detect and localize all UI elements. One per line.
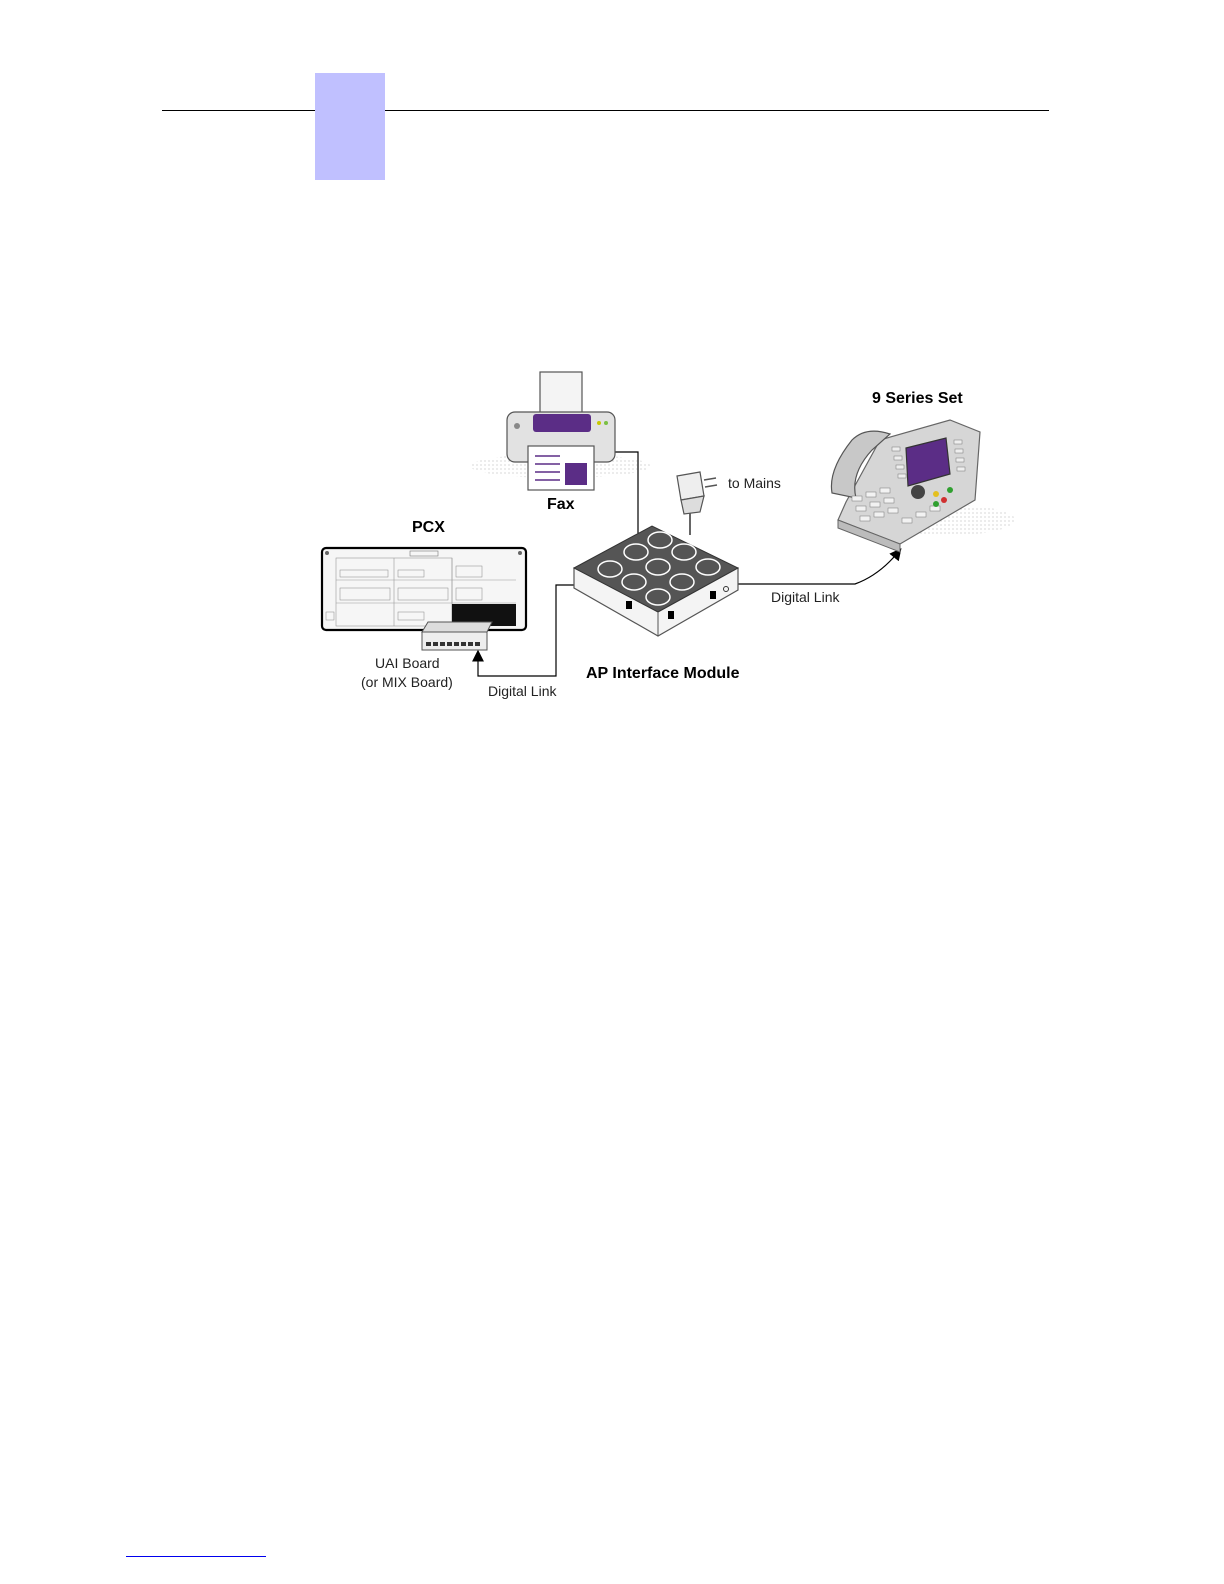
desk-phone-icon — [831, 420, 1015, 552]
label-digital-link-phone: Digital Link — [771, 589, 840, 605]
fax-printer-icon — [470, 372, 650, 490]
label-to-mains: to Mains — [728, 475, 781, 491]
label-uai-board: UAI Board — [375, 655, 440, 671]
pcx-cabinet-icon — [322, 548, 526, 650]
label-fax: Fax — [547, 496, 575, 513]
label-9-series-set: 9 Series Set — [872, 390, 963, 407]
label-ap-interface-module: AP Interface Module — [586, 665, 740, 682]
label-digital-link-pcx: Digital Link — [488, 683, 557, 699]
label-mix-board: (or MIX Board) — [361, 674, 453, 690]
label-pcx: PCX — [412, 519, 445, 536]
uai-board-card — [422, 632, 487, 650]
power-adapter-icon — [677, 472, 717, 514]
wire-module-to-phone — [738, 550, 900, 584]
ap-interface-module-icon — [574, 526, 738, 636]
fax-tray-accent — [533, 414, 591, 432]
